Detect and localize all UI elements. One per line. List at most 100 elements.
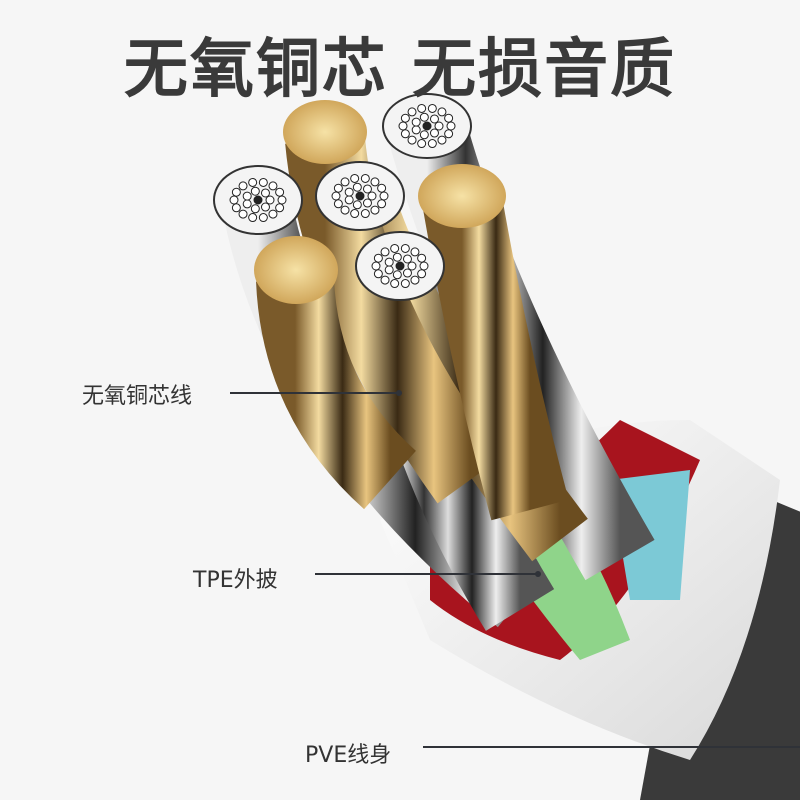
strand-wire [268,181,278,191]
strand-wire [333,199,343,209]
strand-wire [384,265,394,275]
strand-wire [340,205,350,215]
strand-wire [360,173,370,183]
strand-wire [437,135,447,145]
strand-wire [390,243,400,253]
strand-wire [229,195,239,205]
strand-wire [400,129,410,139]
strand-wire [411,117,421,127]
strand-wire [248,213,258,223]
headline: 无氧铜芯 无损音质 [123,33,677,107]
strand-wire [370,177,380,187]
strand-wire [411,125,421,135]
strand-wire [231,203,241,213]
strand-wire [277,195,287,205]
strand-wire [260,188,270,198]
strand-wire [242,191,252,201]
strand-wire [250,186,260,196]
strand-wire [350,209,360,219]
strand-wire [352,200,362,210]
strand-wire [407,135,417,145]
strand-wire [258,213,268,223]
strand-wire [402,254,412,264]
strand-wire [384,257,394,267]
strand-wire [340,177,350,187]
strand-wire [370,205,380,215]
strand-wire [390,279,400,289]
strand-wire [392,270,402,280]
strand-wire [400,243,410,253]
strand-wire [350,173,360,183]
strand-wire [444,129,454,139]
strand-wire [238,181,248,191]
leader-line-copper-core [230,392,398,394]
strand-dots [229,103,456,289]
leader-dot [396,390,402,396]
leader-line-pve [423,746,800,748]
label-pve-body: PVE线身 [305,743,392,768]
strand-wire [352,182,362,192]
strand-wire [355,191,365,201]
strand-wire [367,191,377,201]
copper-rod-top [254,236,338,304]
strand-wire [248,177,258,187]
strand-wire [265,195,275,205]
strand-wire [231,187,241,197]
strand-wire [419,130,429,140]
strand-wire [362,198,372,208]
strand-wire [377,199,387,209]
strand-wire [331,191,341,201]
strand-wire [410,247,420,257]
strand-wire [410,275,420,285]
strand-wire [407,261,417,271]
copper-rod-top [418,164,506,228]
strand-wire [258,177,268,187]
strand-wire [275,203,285,213]
strand-wire [380,275,390,285]
strand-wire [379,191,389,201]
strand-wire [371,261,381,271]
strand-wire [400,113,410,123]
strand-wire [253,195,263,205]
leader-dot [535,571,541,577]
strand-wire [344,187,354,197]
label-copper-core: 无氧铜芯线 [82,384,193,409]
strand-wire [268,209,278,219]
strand-wire [275,187,285,197]
strand-wire [419,112,429,122]
strand-wire [398,121,408,131]
strand-wire [392,252,402,262]
strand-wire [242,199,252,209]
strand-wire [417,103,427,113]
strand-wire [417,253,427,263]
strand-wire [422,121,432,131]
strand-wire [446,121,456,131]
strand-wire [362,184,372,194]
strand-wire [437,107,447,117]
strand-wire [400,279,410,289]
strand-wire [429,114,439,124]
copper-rod-top [283,100,367,164]
strand-wire [429,128,439,138]
strand-wire [395,261,405,271]
strand-wire [377,183,387,193]
strand-wire [402,268,412,278]
strand-wire [260,202,270,212]
strand-wire [360,209,370,219]
strand-wire [427,139,437,149]
strand-wire [444,113,454,123]
strand-wire [344,195,354,205]
strand-wire [333,183,343,193]
strand-wire [373,269,383,279]
strand-wire [427,103,437,113]
strand-wire [417,139,427,149]
strand-wire [417,269,427,279]
strand-wire [419,261,429,271]
strand-wire [434,121,444,131]
label-tpe-coating: TPE外披 [193,568,278,593]
strand-wire [250,204,260,214]
leader-line-tpe [315,573,537,575]
strand-wire [238,209,248,219]
strand-wire [373,253,383,263]
